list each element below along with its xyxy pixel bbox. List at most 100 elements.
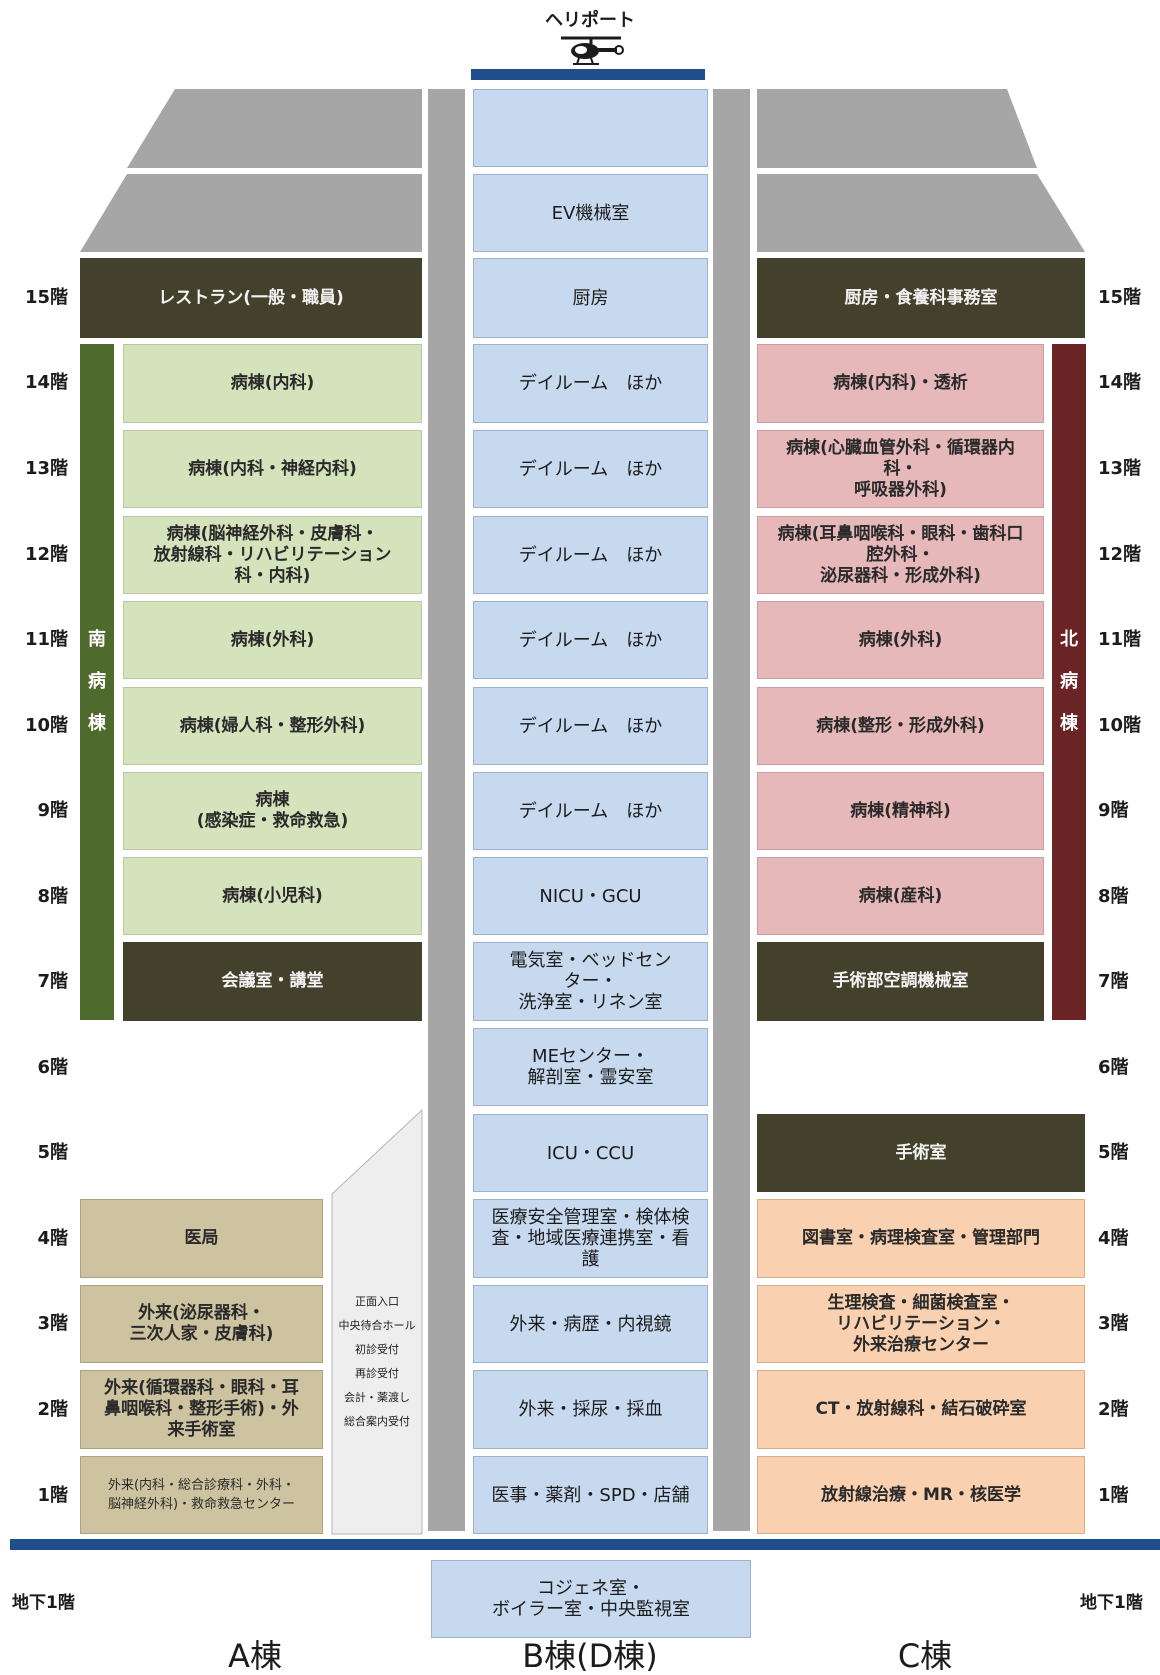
floor-label-15: 15階: [24, 287, 68, 308]
c-room-4: 図書室・病理検査室・管理部門: [757, 1199, 1085, 1278]
b-room-13: デイルーム ほか: [473, 430, 708, 508]
c-room-14: 病棟(内科)・透析: [757, 344, 1044, 423]
roof-a: [80, 89, 1085, 252]
south-ward-char-2: 病: [88, 671, 106, 692]
floor-label-right-11: 11階: [1098, 629, 1142, 650]
b-room-11: デイルーム ほか: [473, 601, 708, 679]
floor-label-right-9: 9階: [1098, 800, 1129, 821]
south-ward-bar: 南 病 棟: [80, 344, 114, 1020]
a-room-15: レストラン(一般・職員): [80, 258, 422, 338]
floor-label-12: 12階: [24, 544, 68, 565]
entrance-info-1: 正面入口: [355, 1295, 399, 1308]
b-room-14: デイルーム ほか: [473, 344, 708, 423]
building-name-b: B棟(D棟): [522, 1637, 658, 1675]
floor-label-7: 7階: [37, 971, 68, 992]
a-room-14: 病棟(内科): [123, 344, 422, 423]
a-room-12: 病棟(脳神経外科・皮膚科・ 放射線科・リハビリテーション 科・内科): [123, 516, 422, 594]
helipad: [471, 69, 705, 80]
north-ward-char-2: 病: [1060, 671, 1078, 692]
b-room-9: デイルーム ほか: [473, 772, 708, 850]
c-room-11: 病棟(外科): [757, 601, 1044, 679]
c-room-2: CT・放射線科・結石破砕室: [757, 1370, 1085, 1449]
floor-label-right-2: 2階: [1098, 1399, 1129, 1420]
a-room-8: 病棟(小児科): [123, 857, 422, 935]
ground-line: [10, 1539, 1160, 1550]
c-room-12: 病棟(耳鼻咽喉科・眼科・歯科口 腔外科・ 泌尿器科・形成外科): [757, 516, 1044, 594]
b-room-2: 外来・採尿・採血: [473, 1370, 708, 1449]
entrance-hall-info: 正面入口 中央待合ホール 初診受付 再診受付 会計・薬渡し 総合案内受付: [332, 1290, 422, 1434]
c-room-3: 生理検査・細菌検査室・ リハビリテーション・ 外来治療センター: [757, 1285, 1085, 1363]
basement-label-right: 地下1階: [1080, 1593, 1143, 1613]
c-room-5: 手術室: [757, 1114, 1085, 1192]
c-room-8: 病棟(産科): [757, 857, 1044, 935]
floor-label-right-6: 6階: [1098, 1057, 1129, 1078]
floor-label-right-13: 13階: [1098, 458, 1142, 479]
floor-label-3: 3階: [37, 1313, 68, 1334]
floor-label-right-10: 10階: [1098, 715, 1142, 736]
floor-label-4: 4階: [37, 1228, 68, 1249]
a-room-1: 外来(内科・総合診療科・外科・ 脳神経外科)・救命救急センター: [80, 1456, 323, 1534]
b-room-10: デイルーム ほか: [473, 687, 708, 765]
basement-label-left: 地下1階: [12, 1593, 75, 1613]
floor-label-1: 1階: [37, 1485, 68, 1506]
c-room-15: 厨房・食養科事務室: [757, 258, 1085, 338]
floor-label-8: 8階: [37, 886, 68, 907]
floor-label-14: 14階: [24, 372, 68, 393]
c-room-10: 病棟(整形・形成外科): [757, 687, 1044, 765]
entrance-info-2: 中央待合ホール: [338, 1319, 416, 1332]
c-room-1: 放射線治療・MR・核医学: [757, 1456, 1085, 1534]
b-room-8: NICU・GCU: [473, 857, 708, 935]
a-room-9: 病棟 (感染症・救命救急): [123, 772, 422, 850]
b-room-15: 厨房: [473, 258, 708, 338]
building-name-c: C棟: [897, 1637, 953, 1675]
entrance-info-4: 再診受付: [355, 1367, 399, 1380]
north-ward-bar: 北 病 棟: [1052, 344, 1086, 1020]
floor-label-right-4: 4階: [1098, 1228, 1129, 1249]
a-room-3: 外来(泌尿器科・ 三次人家・皮膚科): [80, 1285, 323, 1363]
a-room-7: 会議室・講堂: [123, 942, 422, 1021]
entrance-hall-shape: [331, 1108, 423, 1535]
building-name-a: A棟: [228, 1637, 282, 1675]
floor-label-right-7: 7階: [1098, 971, 1129, 992]
a-room-2: 外来(循環器科・眼科・耳 鼻咽喉科・整形手術)・外 来手術室: [80, 1370, 323, 1449]
entrance-info-5: 会計・薬渡し: [344, 1391, 410, 1404]
c-room-13: 病棟(心臓血管外科・循環器内 科・ 呼吸器外科): [757, 430, 1044, 508]
floor-label-2: 2階: [37, 1399, 68, 1420]
floor-label-right-15: 15階: [1098, 287, 1142, 308]
floor-label-6: 6階: [37, 1057, 68, 1078]
north-ward-char-1: 北: [1060, 629, 1078, 650]
b-room-5: ICU・CCU: [473, 1114, 708, 1192]
b-room-ev: EV機械室: [473, 174, 708, 252]
floor-label-9: 9階: [37, 800, 68, 821]
b-room-6: MEセンター・ 解剖室・霊安室: [473, 1028, 708, 1106]
a-room-10: 病棟(婦人科・整形外科): [123, 687, 422, 765]
b-room-3: 外来・病歴・内視鏡: [473, 1285, 708, 1363]
floor-label-10: 10階: [24, 715, 68, 736]
north-ward-char-3: 棟: [1060, 713, 1078, 734]
south-ward-char-1: 南: [88, 629, 106, 650]
floor-label-right-14: 14階: [1098, 372, 1142, 393]
b-room-12: デイルーム ほか: [473, 516, 708, 594]
floor-label-5: 5階: [37, 1142, 68, 1163]
entrance-info-3: 初診受付: [355, 1343, 399, 1356]
c-room-7: 手術部空調機械室: [757, 942, 1044, 1021]
shaft-left: [428, 89, 465, 1531]
b-room-1: 医事・薬剤・SPD・店舗: [473, 1456, 708, 1534]
floor-label-right-1: 1階: [1098, 1485, 1129, 1506]
b-room-7: 電気室・ベッドセン ター・ 洗浄室・リネン室: [473, 942, 708, 1021]
floor-label-right-3: 3階: [1098, 1313, 1129, 1334]
helicopter-icon: [561, 36, 624, 65]
entrance-info-6: 総合案内受付: [344, 1415, 410, 1428]
b-room-top: [473, 89, 708, 167]
floor-label-right-5: 5階: [1098, 1142, 1129, 1163]
a-room-11: 病棟(外科): [123, 601, 422, 679]
b-room-b1: コジェネ室・ ボイラー室・中央監視室: [431, 1560, 751, 1638]
shaft-right: [713, 89, 750, 1531]
a-room-4: 医局: [80, 1199, 323, 1278]
south-ward-char-3: 棟: [88, 713, 106, 734]
floor-label-13: 13階: [24, 458, 68, 479]
floor-label-right-8: 8階: [1098, 886, 1129, 907]
c-room-9: 病棟(精神科): [757, 772, 1044, 850]
b-room-4: 医療安全管理室・検体検 査・地域医療連携室・看 護: [473, 1199, 708, 1278]
floor-label-11: 11階: [24, 629, 68, 650]
